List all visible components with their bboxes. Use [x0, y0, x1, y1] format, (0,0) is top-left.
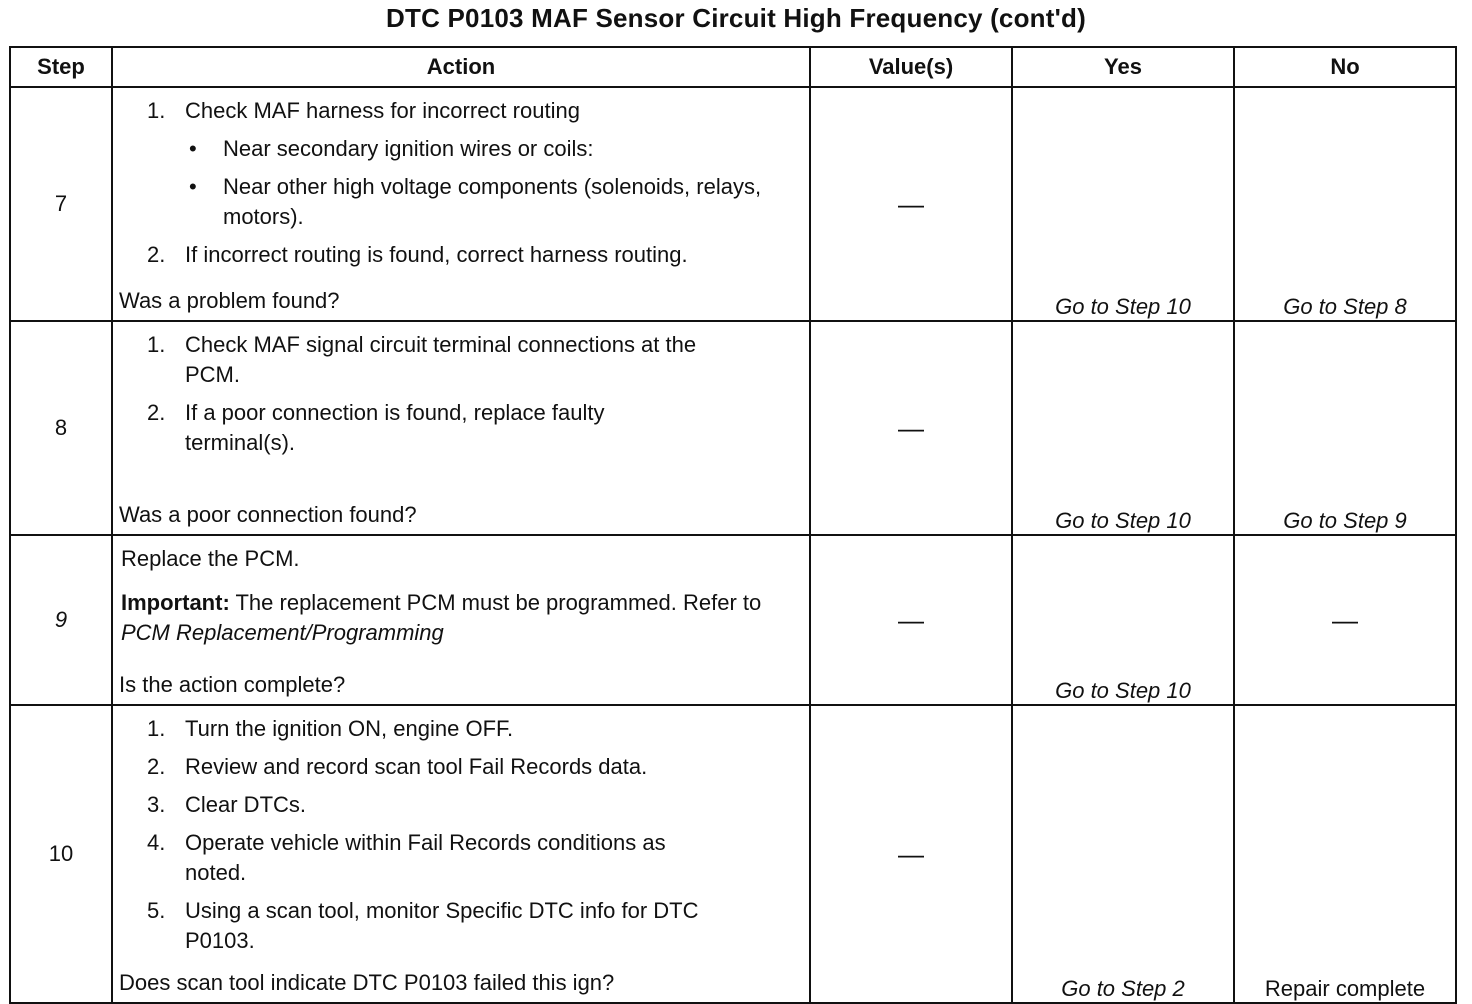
header-action: Action — [111, 46, 811, 88]
list-item: •Near secondary ignition wires or coils: — [189, 136, 594, 161]
list-item: 4.Operate vehicle within Fail Records co… — [147, 830, 666, 885]
action-instruction: Replace the PCM. — [121, 546, 300, 571]
list-item: 1.Check MAF harness for incorrect routin… — [147, 98, 580, 123]
header-step: Step — [9, 46, 113, 88]
yes-cell: Go to Step 10 — [1011, 320, 1235, 536]
list-item: 3.Clear DTCs. — [147, 792, 307, 817]
list-item: 2.If a poor connection is found, replace… — [147, 400, 605, 455]
list-item: 2.Review and record scan tool Fail Recor… — [147, 754, 648, 779]
action-cell: 1.Turn the ignition ON, engine OFF. 2.Re… — [111, 704, 811, 1004]
header-yes: Yes — [1011, 46, 1235, 88]
page-title: DTC P0103 MAF Sensor Circuit High Freque… — [386, 3, 1086, 33]
list-item: 5.Using a scan tool, monitor Specific DT… — [147, 898, 699, 953]
action-question: Does scan tool indicate DTC P0103 failed… — [119, 970, 615, 995]
step-number: 7 — [9, 86, 113, 322]
yes-cell: Go to Step 10 — [1011, 86, 1235, 322]
action-cell: Replace the PCM. Important: The replacem… — [111, 534, 811, 706]
step-number: 9 — [9, 534, 113, 706]
table-row-step-8: 8 1.Check MAF signal circuit terminal co… — [9, 320, 1457, 536]
list-item: 1.Turn the ignition ON, engine OFF. — [147, 716, 514, 741]
no-cell: Repair complete — [1233, 704, 1457, 1004]
no-cell: — — [1233, 534, 1457, 706]
action-cell: 1.Check MAF harness for incorrect routin… — [111, 86, 811, 322]
action-cell: 1.Check MAF signal circuit terminal conn… — [111, 320, 811, 536]
no-cell: Go to Step 8 — [1233, 86, 1457, 322]
header-values: Value(s) — [809, 46, 1013, 88]
value-cell: — — [809, 86, 1013, 322]
important-label: Important: — [121, 590, 230, 615]
table-row-step-7: 7 1.Check MAF harness for incorrect rout… — [9, 86, 1457, 322]
list-item: 1.Check MAF signal circuit terminal conn… — [147, 332, 697, 387]
table-row-step-10: 10 1.Turn the ignition ON, engine OFF. 2… — [9, 704, 1457, 1004]
value-cell: — — [809, 704, 1013, 1004]
header-no: No — [1233, 46, 1457, 88]
value-cell: — — [809, 320, 1013, 536]
step-number: 8 — [9, 320, 113, 536]
list-item: 2.If incorrect routing is found, correct… — [147, 242, 688, 267]
yes-cell: Go to Step 10 — [1011, 534, 1235, 706]
value-cell: — — [809, 534, 1013, 706]
no-cell: Go to Step 9 — [1233, 320, 1457, 536]
yes-cell: Go to Step 2 — [1011, 704, 1235, 1004]
action-question: Is the action complete? — [119, 672, 346, 697]
table-row-step-9: 9 Replace the PCM. Important: The replac… — [9, 534, 1457, 706]
important-text: The replacement PCM must be programmed. … — [229, 590, 762, 615]
important-note: Important: The replacement PCM must be p… — [113, 588, 809, 648]
action-question: Was a poor connection found? — [119, 502, 417, 527]
important-reference: PCM Replacement/Programming — [121, 620, 444, 645]
header-row: Step Action Value(s) Yes No — [9, 46, 1457, 88]
list-item: •Near other high voltage components (sol… — [189, 174, 762, 229]
step-number: 10 — [9, 704, 113, 1004]
diagnostic-table: Step Action Value(s) Yes No 7 1.Check MA… — [9, 46, 1457, 1004]
action-question: Was a problem found? — [119, 288, 340, 313]
